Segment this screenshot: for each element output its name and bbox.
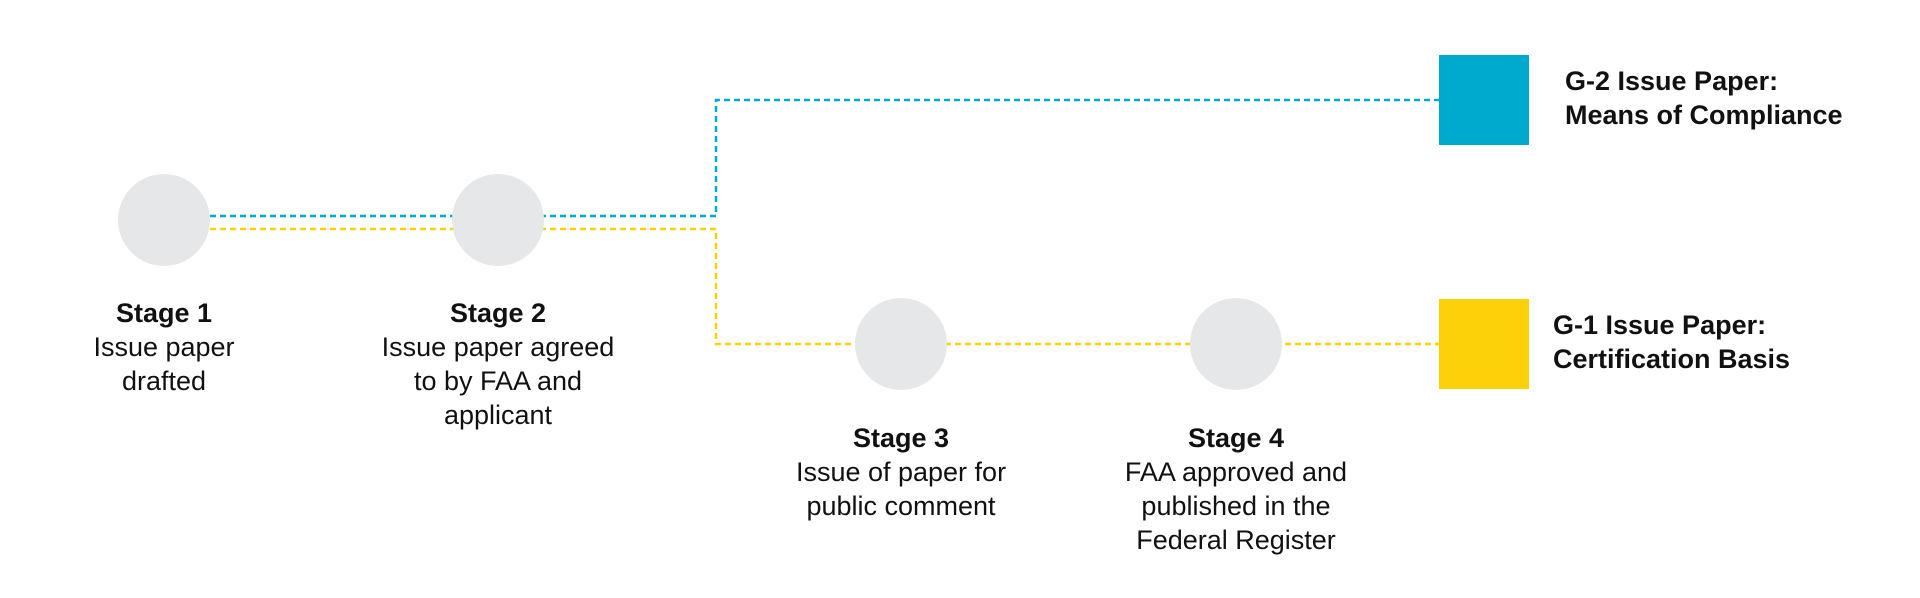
- stage-description: Issue of paper for public comment: [795, 457, 1007, 521]
- stage-3-label: Stage 3 Issue of paper for public commen…: [751, 421, 1051, 523]
- stage-1-label: Stage 1 Issue paper drafted: [14, 296, 314, 398]
- stage-description: Issue paper agreed to by FAA and applica…: [381, 332, 615, 430]
- g1-color-swatch: [1439, 299, 1529, 389]
- stage-title: Stage 3: [852, 423, 950, 453]
- stage-1-node: [118, 174, 210, 266]
- stage-2-node: [452, 174, 544, 266]
- g2-path-line: [210, 98, 1439, 218]
- stage-4-node: [1190, 298, 1282, 390]
- stage-3-node: [855, 298, 947, 390]
- stage-title: Stage 4: [1187, 423, 1285, 453]
- stage-2-label: Stage 2 Issue paper agreed to by FAA and…: [348, 296, 648, 432]
- stage-description: FAA approved and published in the Federa…: [1124, 457, 1348, 555]
- g2-outcome-label: G-2 Issue Paper: Means of Compliance: [1565, 66, 1843, 130]
- stage-description: Issue paper drafted: [93, 332, 235, 396]
- g2-color-swatch: [1439, 55, 1529, 145]
- stage-4-label: Stage 4 FAA approved and published in th…: [1086, 421, 1386, 557]
- stage-title: Stage 2: [449, 298, 547, 328]
- g1-outcome-label: G-1 Issue Paper: Certification Basis: [1553, 310, 1791, 374]
- stage-title: Stage 1: [115, 298, 213, 328]
